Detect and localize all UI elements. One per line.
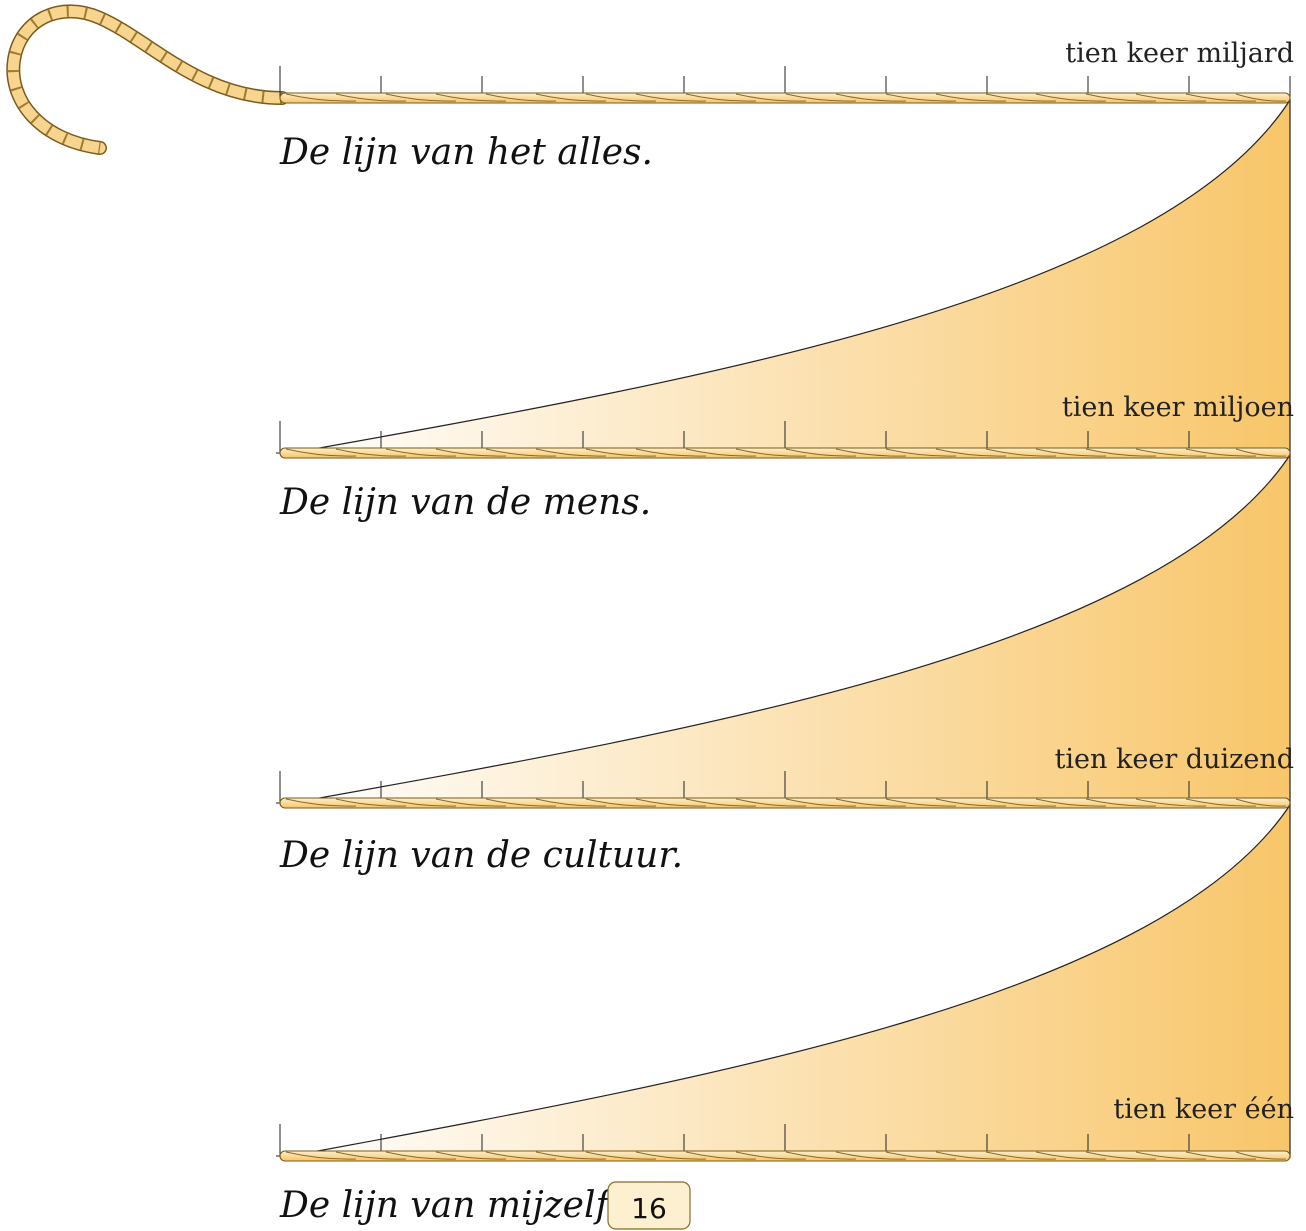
rope-twist [285,93,1287,102]
scale-label-2: tien keer miljoen [1062,392,1294,423]
scale-label-3: tien keer duizend [1055,744,1294,775]
rope-twist [285,798,1287,807]
wedge-2-edge [279,453,1291,806]
page-number: 16 [631,1192,667,1225]
rope-twist [285,448,1287,457]
line-caption-4: De lijn van mijzelf. [279,1185,619,1226]
wedge-3-edge [279,803,1291,1159]
page-number-badge: 16 [607,1181,691,1230]
scale-label-4: tien keer één [1113,1094,1294,1125]
rope-twist [285,1151,1287,1160]
line-caption-1: De lijn van het alles. [279,132,653,173]
wedge-1-edge [279,97,1291,456]
rope-line-2 [276,421,1291,459]
wedge-1 [280,100,1290,455]
rope-curl-fill [7,5,288,154]
wedge-2 [280,455,1290,805]
page-number-box [607,1181,691,1230]
rope-line-4 [276,1124,1291,1162]
scale-label-1: tien keer miljard [1065,38,1294,69]
line-caption-2: De lijn van de mens. [279,482,651,523]
rope-line-1 [279,66,1291,104]
wedge-3 [280,805,1290,1158]
rope-curl [6,4,289,155]
wedges [279,97,1291,1159]
line-caption-3: De lijn van de cultuur. [279,835,683,876]
rope-lines [276,66,1291,1162]
rope-line-3 [276,771,1291,809]
